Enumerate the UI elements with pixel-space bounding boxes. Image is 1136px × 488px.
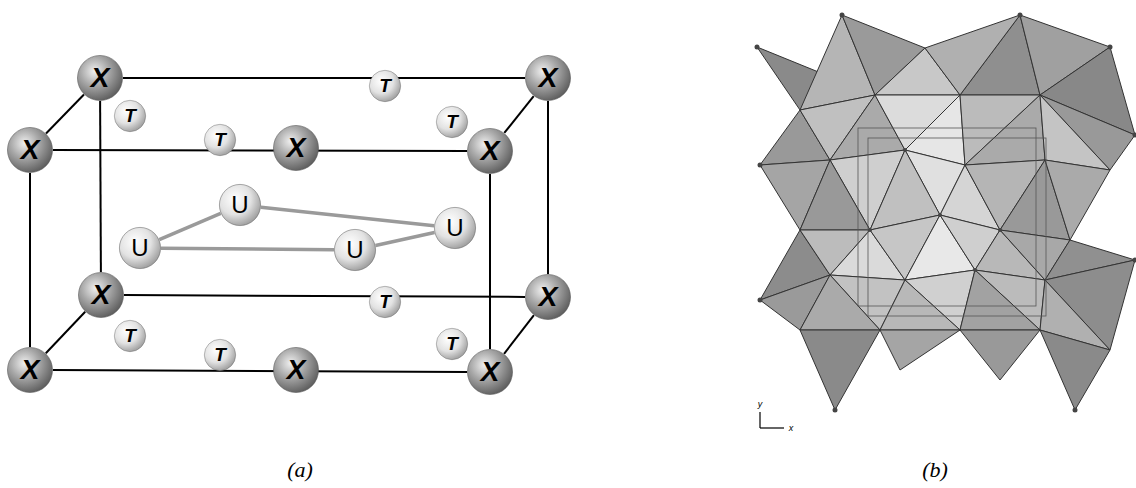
x-atom: X — [77, 55, 123, 101]
atom-symbol: U — [446, 214, 463, 242]
atom-symbol: X — [539, 281, 558, 313]
x-atom: X — [525, 55, 571, 101]
atom-symbol: X — [21, 354, 40, 386]
atom-symbol: U — [346, 236, 363, 264]
atom-symbol: T — [446, 111, 458, 133]
t-atom: T — [436, 328, 468, 360]
cell-edge — [504, 96, 533, 133]
cell-edge — [123, 78, 525, 79]
u-atom: U — [334, 229, 376, 271]
x-atom: X — [467, 349, 513, 395]
x-atom: X — [273, 347, 319, 393]
x-atom: X — [7, 127, 53, 173]
panel-label: (a) — [287, 457, 313, 483]
t-atom: T — [204, 124, 236, 156]
t-atom: T — [204, 339, 236, 371]
atom-symbol: U — [231, 191, 248, 219]
u-atom: U — [119, 227, 161, 269]
t-atom: T — [436, 106, 468, 138]
cell-edge — [53, 150, 467, 152]
axis-label: x — [789, 423, 794, 433]
u-u-bond — [261, 207, 434, 226]
panel-label: (b) — [922, 457, 948, 483]
atom-symbol: X — [287, 354, 306, 386]
atom-symbol: T — [379, 291, 391, 313]
atom-symbol: X — [287, 132, 306, 164]
cell-edge — [548, 101, 549, 274]
atom-symbol: X — [92, 279, 111, 311]
cell-edge — [30, 173, 31, 347]
cell-edge — [46, 94, 84, 133]
atom-symbol: X — [481, 356, 500, 388]
axis-label: y — [758, 399, 763, 409]
t-atom: T — [369, 286, 401, 318]
atom-symbol: X — [481, 135, 500, 167]
u-atom: U — [434, 207, 476, 249]
cell-edge — [124, 295, 525, 297]
x-atom: X — [273, 125, 319, 171]
atom-symbol: T — [124, 105, 136, 127]
atom-symbol: X — [21, 134, 40, 166]
atom-symbol: T — [379, 75, 391, 97]
atom-symbol: X — [539, 62, 558, 94]
t-atom: T — [369, 70, 401, 102]
t-atom: T — [114, 320, 146, 352]
x-atom: X — [78, 272, 124, 318]
u-u-bond — [159, 213, 220, 239]
u-u-bond — [161, 248, 334, 250]
atom-symbol: T — [214, 344, 226, 366]
cell-edge — [504, 315, 534, 354]
cell-edge — [46, 312, 85, 354]
atom-symbol: X — [91, 62, 110, 94]
x-atom: X — [7, 347, 53, 393]
u-u-bond — [376, 233, 435, 246]
cell-edge — [53, 370, 467, 372]
u-atom: U — [219, 184, 261, 226]
x-atom: X — [525, 274, 571, 320]
cell-edge — [490, 174, 491, 349]
t-atom: T — [114, 100, 146, 132]
cell-edge — [100, 101, 102, 272]
atom-symbol: T — [214, 129, 226, 151]
atom-symbol: T — [124, 325, 136, 347]
x-atom: X — [467, 128, 513, 174]
atom-symbol: T — [446, 333, 458, 355]
atom-symbol: U — [131, 234, 148, 262]
